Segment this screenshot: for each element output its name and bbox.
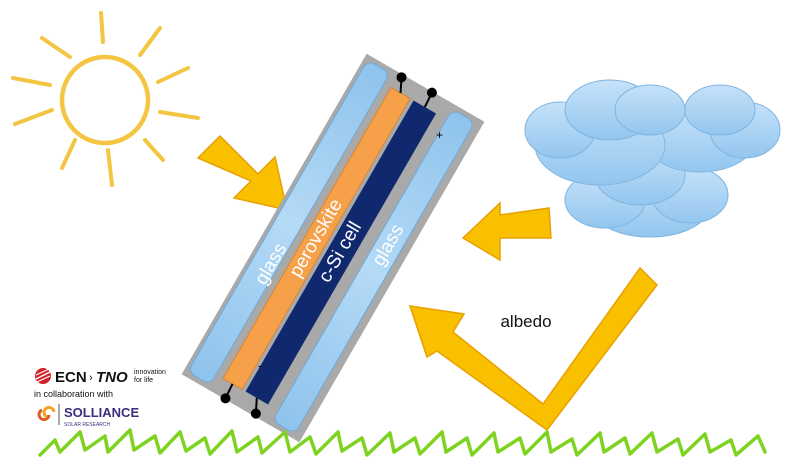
csi-layer <box>245 100 437 405</box>
ecn-text: ECN <box>55 369 87 386</box>
negative-terminal-icon <box>220 383 261 419</box>
albedo-label: albedo <box>500 312 551 331</box>
tno-text: TNO <box>96 369 128 386</box>
glass-bottom-layer <box>274 111 473 432</box>
ecn-logo: ECN › TNO innovation for life <box>35 368 166 386</box>
diffuse-light-arrow <box>461 201 552 262</box>
tno-tagline-2: for life <box>134 377 153 384</box>
solliance-mark-icon <box>37 405 56 422</box>
plus-sign: + <box>436 128 443 142</box>
tno-tagline-1: innovation <box>134 369 166 376</box>
ecn-mark-icon <box>35 368 51 384</box>
collaboration-text: in collaboration with <box>34 389 113 399</box>
tandem-module: glass perovskite c-Si cell glass <box>181 53 485 443</box>
cloud-icon <box>524 79 781 238</box>
positive-terminal-icon <box>396 72 437 108</box>
svg-text:›: › <box>89 372 93 384</box>
glass-top-layer <box>190 62 388 383</box>
albedo-arrow <box>408 266 658 432</box>
solliance-subtext: SOLAR RESEARCH <box>64 422 111 428</box>
grass-line <box>38 428 767 457</box>
solliance-logo: SOLLIANCE SOLAR RESEARCH <box>37 404 139 428</box>
sunlight-arrow <box>196 134 288 211</box>
sun-icon <box>11 11 200 187</box>
minus-sign: - <box>258 358 262 373</box>
solliance-text: SOLLIANCE <box>64 405 139 420</box>
